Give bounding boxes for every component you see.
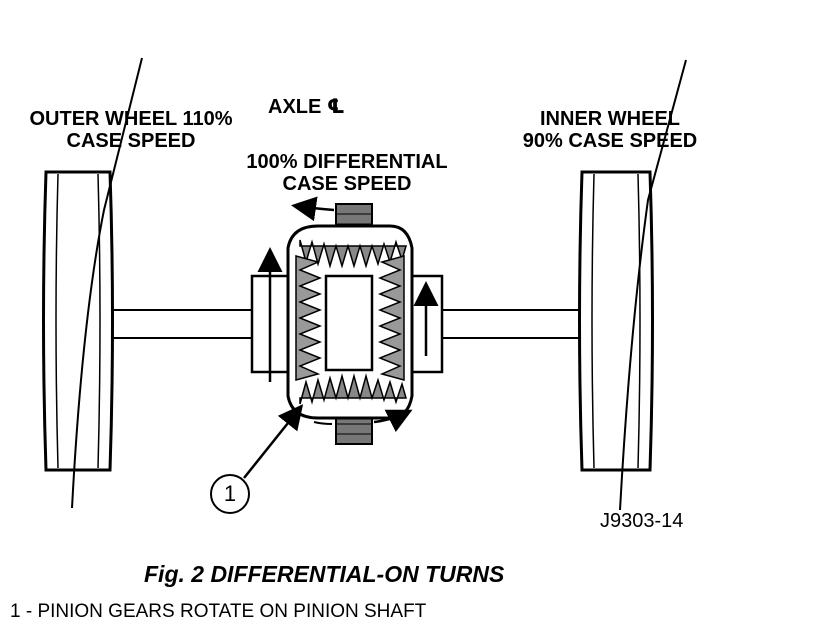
outer-wheel-label: OUTER WHEEL 110% CASE SPEED — [6, 108, 256, 152]
callout-leader — [243, 404, 304, 479]
callout-circle — [210, 474, 250, 514]
inner-wheel — [578, 170, 654, 472]
outer-wheel-leader — [71, 57, 143, 509]
case-rotation-tick-left — [313, 421, 333, 425]
top-gear-teeth — [299, 239, 407, 269]
part-number: J9303-14 — [600, 510, 684, 532]
right-axle-shaft — [442, 309, 582, 339]
case-speed-label-line2: CASE SPEED — [282, 173, 412, 195]
left-side-gear — [250, 274, 294, 374]
right-gear-teeth — [377, 255, 405, 381]
differential-case-speed-label: 100% DIFFERENTIAL CASE SPEED — [222, 151, 472, 195]
case-rotation-arrow-top — [291, 196, 335, 222]
inner-wheel-label: INNER WHEEL 90% CASE SPEED — [500, 108, 720, 152]
inner-wheel-leader — [619, 59, 687, 511]
outer-wheel-label-line1: OUTER WHEEL 110% — [29, 108, 233, 130]
left-axle-shaft — [112, 309, 252, 339]
left-gear-teeth — [295, 255, 323, 381]
bottom-gear-teeth — [299, 373, 407, 405]
callout-number: 1 — [223, 481, 237, 506]
outer-wheel-label-line2: CASE SPEED — [66, 130, 196, 152]
case-speed-label-line1: 100% DIFFERENTIAL — [246, 151, 448, 173]
axle-centerline-label: AXLE ℄ — [268, 96, 345, 118]
outer-wheel — [42, 170, 114, 472]
inner-wheel-label-line2: 90% CASE SPEED — [522, 130, 698, 152]
figure-caption: Fig. 2 DIFFERENTIAL-ON TURNS — [144, 561, 505, 587]
legend-item: 1 - PINION GEARS ROTATE ON PINION SHAFT — [10, 601, 427, 622]
case-rotation-arrow-bottom — [373, 409, 413, 433]
inner-wheel-label-line1: INNER WHEEL — [540, 108, 680, 130]
pinion-shaft — [324, 274, 374, 372]
